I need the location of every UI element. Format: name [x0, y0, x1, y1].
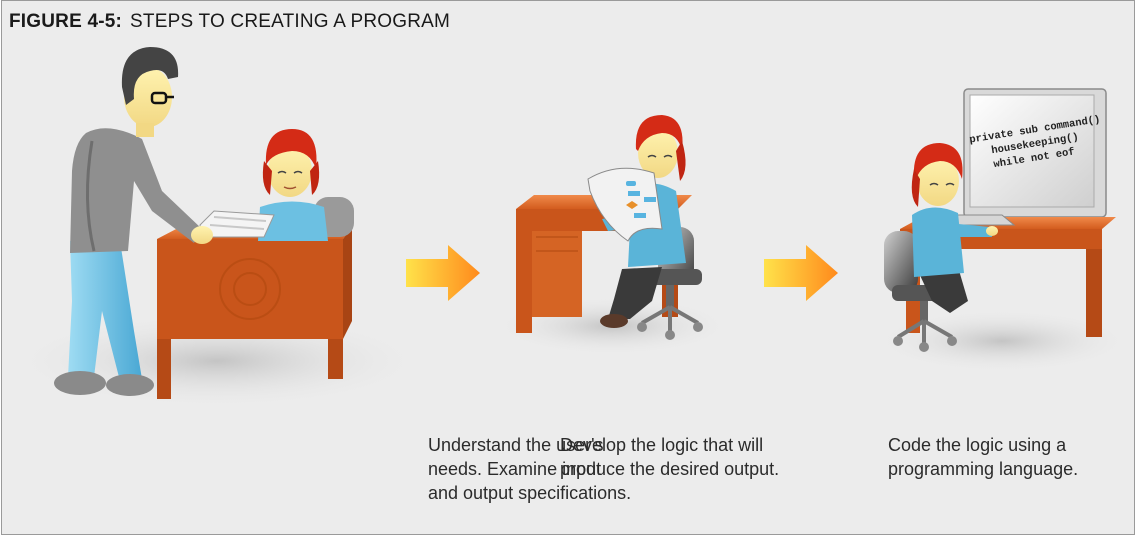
flowchart-sheet	[587, 167, 663, 242]
step-3-caption: Code the logic using a programming langu…	[888, 433, 1078, 481]
desk	[157, 227, 352, 399]
caption-line: Code the logic using a	[888, 435, 1067, 455]
step-2-caption: Develop the logic that will produce the …	[560, 433, 779, 481]
caption-line: and output specifications.	[428, 483, 632, 503]
person-typing	[911, 143, 998, 313]
caption-line: Develop the logic that will	[560, 435, 764, 455]
arrow-right-icon	[764, 245, 838, 301]
caption-line: needs. Examine input	[428, 459, 602, 479]
monitor: private sub command() housekeeping() whi…	[963, 88, 1107, 233]
scene-understand-needs	[7, 47, 427, 409]
woman-at-desk	[258, 129, 354, 241]
figure-title: FIGURE 4-5: STEPS TO CREATING A PROGRAM	[9, 5, 450, 39]
arrow-right-icon	[406, 245, 480, 301]
floor-shadow	[872, 309, 1132, 373]
scene-develop-logic	[492, 115, 732, 356]
figure-title-text: STEPS TO CREATING A PROGRAM	[130, 11, 451, 32]
caption-line: programming language.	[888, 459, 1079, 479]
caption-line: produce the desired output.	[560, 459, 780, 479]
figure-label: FIGURE 4-5:	[9, 11, 123, 32]
scene-code-logic: private sub command() housekeeping() whi…	[872, 88, 1132, 373]
man-standing	[54, 47, 213, 396]
caption-line: Understand the user's	[428, 435, 604, 455]
step-1-caption: Understand the user's needs. Examine inp…	[428, 433, 631, 505]
